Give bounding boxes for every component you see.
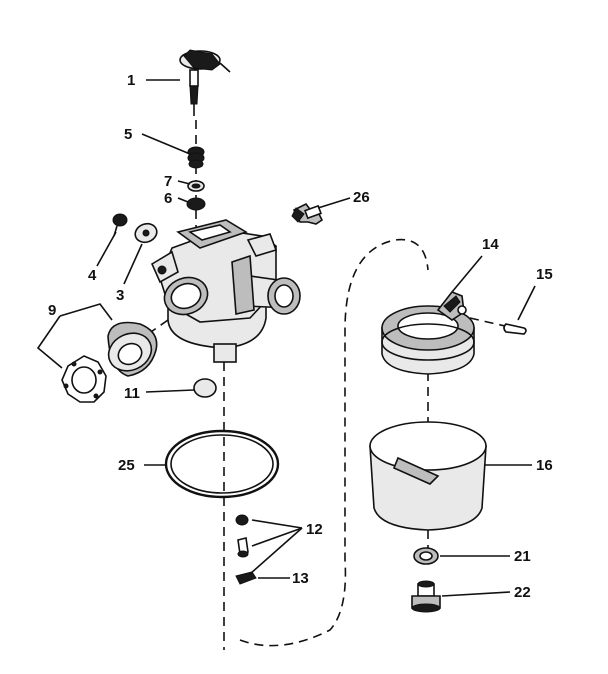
part-13-clip	[235, 571, 257, 585]
part-7-washer	[187, 180, 205, 192]
part-11-ball	[193, 378, 217, 398]
leader-lines	[36, 79, 536, 597]
part-14-float	[381, 291, 475, 375]
callout-12: 12	[306, 521, 323, 538]
callout-5: 5	[124, 126, 132, 143]
part-25-ring	[164, 429, 280, 499]
part-12-small-parts	[235, 514, 249, 558]
callout-11: 11	[124, 385, 140, 402]
callout-16: 16	[536, 457, 553, 474]
part-16-bowl	[369, 421, 487, 531]
part-9-air-horn	[107, 321, 158, 377]
callout-labels: 1 5 7 6 26 4 3 9 14 15 11 25 16 12 13 21…	[48, 72, 553, 601]
callout-21: 21	[514, 548, 531, 565]
callout-4: 4	[88, 267, 97, 284]
callout-26: 26	[353, 189, 370, 206]
callout-14: 14	[482, 236, 499, 253]
callout-22: 22	[514, 584, 531, 601]
part-22-bolt	[411, 580, 441, 613]
part-6-o-ring	[186, 197, 206, 211]
callout-6: 6	[164, 190, 172, 207]
callout-7: 7	[164, 173, 172, 190]
callout-25: 25	[118, 457, 135, 474]
part-15-pin	[503, 323, 527, 335]
part-5-spring	[187, 146, 205, 169]
carburetor-body	[150, 219, 301, 363]
part-26-fitting	[291, 202, 324, 225]
callout-13: 13	[292, 570, 309, 587]
part-3-plate	[134, 222, 158, 244]
part-21-washer	[413, 547, 439, 565]
callout-9: 9	[48, 302, 56, 319]
callout-15: 15	[536, 266, 553, 283]
callout-3: 3	[116, 287, 124, 304]
callout-1: 1	[127, 72, 135, 89]
part-4-screw	[112, 213, 128, 237]
part-9-gasket	[61, 355, 107, 403]
part-1-needle	[179, 49, 231, 116]
